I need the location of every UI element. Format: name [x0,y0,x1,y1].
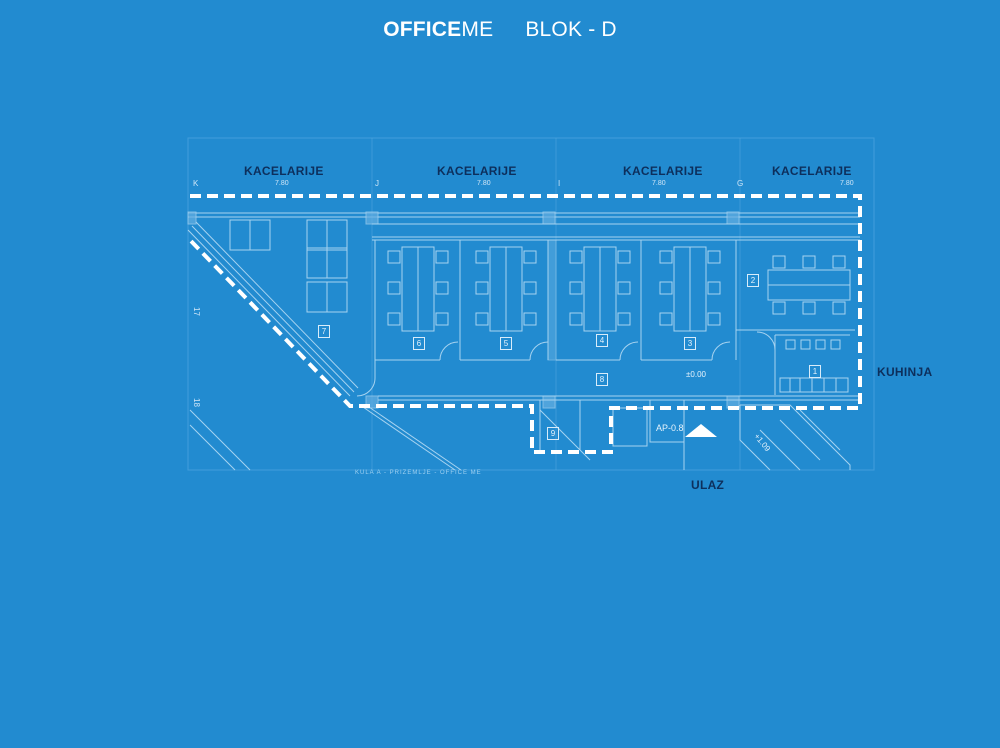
zone-entrance[interactable]: ULAZ [691,478,725,492]
block-outline[interactable] [188,194,862,454]
zone-offices-g[interactable]: KACELARIJE [772,164,852,178]
axis-i: I [558,179,561,188]
brand-light: ME [461,18,494,41]
zone-offices-k-j[interactable]: KACELARIJE [244,164,324,178]
axis-j: J [375,179,379,188]
room-7[interactable]: 7 [318,325,330,338]
room-8[interactable]: 8 [596,373,608,386]
zone-offices-i-g[interactable]: KACELARIJE [623,164,703,178]
zone-kitchen[interactable]: KUHINJA [877,365,933,379]
entrance-arrow-icon[interactable] [685,424,717,437]
dimension-j-i: 7.80 [477,180,491,187]
axis-17: 17 [191,307,201,316]
room-1[interactable]: 1 [809,365,821,378]
room-2[interactable]: 2 [747,274,759,287]
room-6[interactable]: 6 [413,337,425,350]
level-entrance: AP-0.8 [656,423,684,433]
drawing-caption: KULA A - PRIZEMLJE - OFFICE ME [355,470,482,476]
dimension-i-g: 7.80 [652,180,666,187]
room-4[interactable]: 4 [596,334,608,347]
room-3[interactable]: 3 [684,337,696,350]
axis-k: K [193,179,199,188]
dimension-g: 7.80 [840,180,854,187]
room-9[interactable]: 9 [547,427,559,440]
dimension-k-j: 7.80 [275,180,289,187]
block-name: BLOK - D [525,18,617,41]
axis-18: 18 [191,398,201,407]
level-corridor: ±0.00 [686,370,706,379]
page-title: OFFICEME BLOK - D [0,18,1000,42]
zone-offices-j-i[interactable]: KACELARIJE [437,164,517,178]
room-5[interactable]: 5 [500,337,512,350]
brand-bold: OFFICE [383,18,462,41]
axis-g: G [737,179,744,188]
